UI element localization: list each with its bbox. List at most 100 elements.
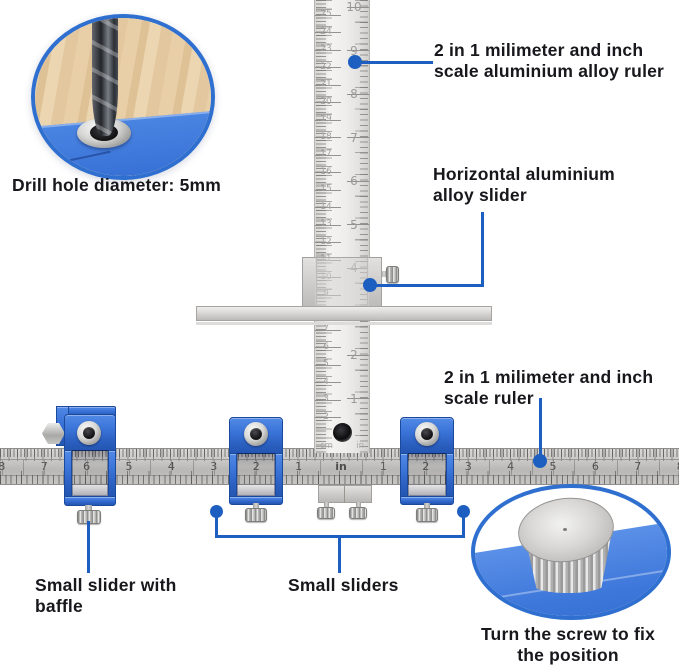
slider2-right-bar [275,453,283,497]
inch-number: 5 [350,217,358,232]
slider2-drill-hole [250,428,262,440]
screw-photo-inset [471,484,671,620]
baffle-callout-line1: Small slider with [35,575,177,595]
cm-tick [315,224,341,226]
cm-number: 17 [320,149,332,159]
horizontal-ruler: in8765432112345678 [0,448,679,485]
cm-number: 16 [320,166,332,177]
bracket-right-drop [461,511,465,538]
drill-photo-inset [31,14,215,180]
drill-bit [92,18,118,136]
horizontal-ruler-numbers: in8765432112345678 [0,449,679,484]
hruler-half-inch-tick [637,460,639,475]
vruler-callout-label: 2 in 1 milimeter and inch scale aluminiu… [434,40,664,81]
hruler-half-inch-tick [362,460,364,475]
cm-number: 24 [320,26,332,37]
vertical-ruler-half-inch-ticks [355,0,368,453]
leader-line-slider-h [370,283,484,287]
callout-dot-hruler [533,454,547,468]
hruler-callout-label: 2 in 1 milimeter and inch scale ruler [444,367,653,408]
hruler-callout-line1: 2 in 1 milimeter and inch [444,367,654,387]
hruler-half-inch-tick [531,460,533,475]
cm-tick [315,242,341,243]
hruler-center-label: in [335,460,347,473]
hruler-half-inch-tick [574,460,576,475]
inch-tick [347,137,369,138]
hruler-half-inch-tick [213,460,215,475]
vertical-ruler-inch-scale: 10987654321 [315,0,369,453]
inch-number: 7 [350,130,358,145]
inch-tick [347,50,369,51]
cm-number: 7 [323,324,329,334]
inch-number: 8 [350,87,358,101]
cm-tick [315,84,341,86]
slider2-screw-stem [253,503,259,509]
hruler-half-inch-tick [150,460,152,475]
cm-tick [315,189,341,191]
ruler-divider-line [0,459,679,460]
hruler-half-inch-tick [298,460,300,475]
cm-number: 18 [320,131,332,142]
cm-number: 3 [323,394,329,404]
inch-tick [347,224,369,225]
hruler-half-inch-tick [44,460,46,475]
drill-inset-caption: Drill hole diameter: 5mm [12,175,222,195]
slider-callout-label: Horizontal aluminium alloy slider [433,164,615,205]
small-sliders-label: Small sliders [288,575,399,595]
vertical-ruler-unit-in: in [356,441,364,451]
hruler-half-inch-tick [425,460,427,475]
vertical-ruler: 2524232221201918171615141312111098765432… [314,0,370,453]
vertical-slider-lock-screw [386,266,399,283]
center-guide-block-split [344,485,345,503]
center-screw1-stem [324,502,329,508]
hruler-half-inch-tick [510,460,512,475]
hruler-half-inch-tick [171,460,173,475]
inch-number: 2 [350,348,358,362]
cm-tick [315,32,341,33]
cm-number: 5 [323,359,329,369]
slider1-window [72,450,108,496]
slider2-lock-screw [245,508,267,522]
cm-tick [315,119,341,121]
inch-tick [347,6,369,8]
slider1-right-bar [108,450,116,497]
center-guide-block [318,485,372,503]
slider3-right-bar [446,453,454,497]
cm-tick [315,329,341,331]
hruler-half-inch-tick [1,460,3,475]
cm-tick [315,14,341,16]
vruler-callout-line1: 2 in 1 milimeter and inch [434,40,644,60]
screw-caption-line1: Turn the screw to fix [480,624,656,644]
slider3-lock-screw [416,508,438,522]
cm-number: 23 [320,44,332,54]
cm-tick [315,347,341,348]
hruler-callout-line2: scale ruler [444,387,534,408]
horizontal-ruler-5mm-ticks [0,449,679,461]
center-screw2-stem [356,502,361,508]
screw-caption-line2: the position [517,644,619,665]
hruler-half-inch-tick [23,460,24,475]
inch-tick [347,180,369,182]
slider-callout-line1: Horizontal aluminium [433,164,615,184]
cm-number: 15 [320,184,332,194]
inch-tick [347,354,369,356]
knob-center-point [563,528,567,531]
baffle-callout-label: Small slider with baffle [35,575,177,616]
cm-tick [315,399,341,401]
inch-number: 9 [350,43,358,58]
slider3-left-bar [400,453,408,497]
vertical-ruler-unit-cm: cm [320,441,333,451]
hruler-half-inch-tick [129,460,130,475]
slider1-left-bar [64,450,72,497]
ruler-mounting-hole [333,423,352,442]
slider3-screw-stem [424,503,430,509]
cm-number: 12 [320,236,332,247]
slider2-left-bar [229,453,237,497]
plate-shadow-line [196,322,492,325]
cm-number: 14 [320,201,332,212]
slider2-window [237,453,275,496]
cm-tick [315,49,341,51]
center-lock-screw1 [317,507,335,519]
horizontal-alignment-plate [196,306,492,321]
